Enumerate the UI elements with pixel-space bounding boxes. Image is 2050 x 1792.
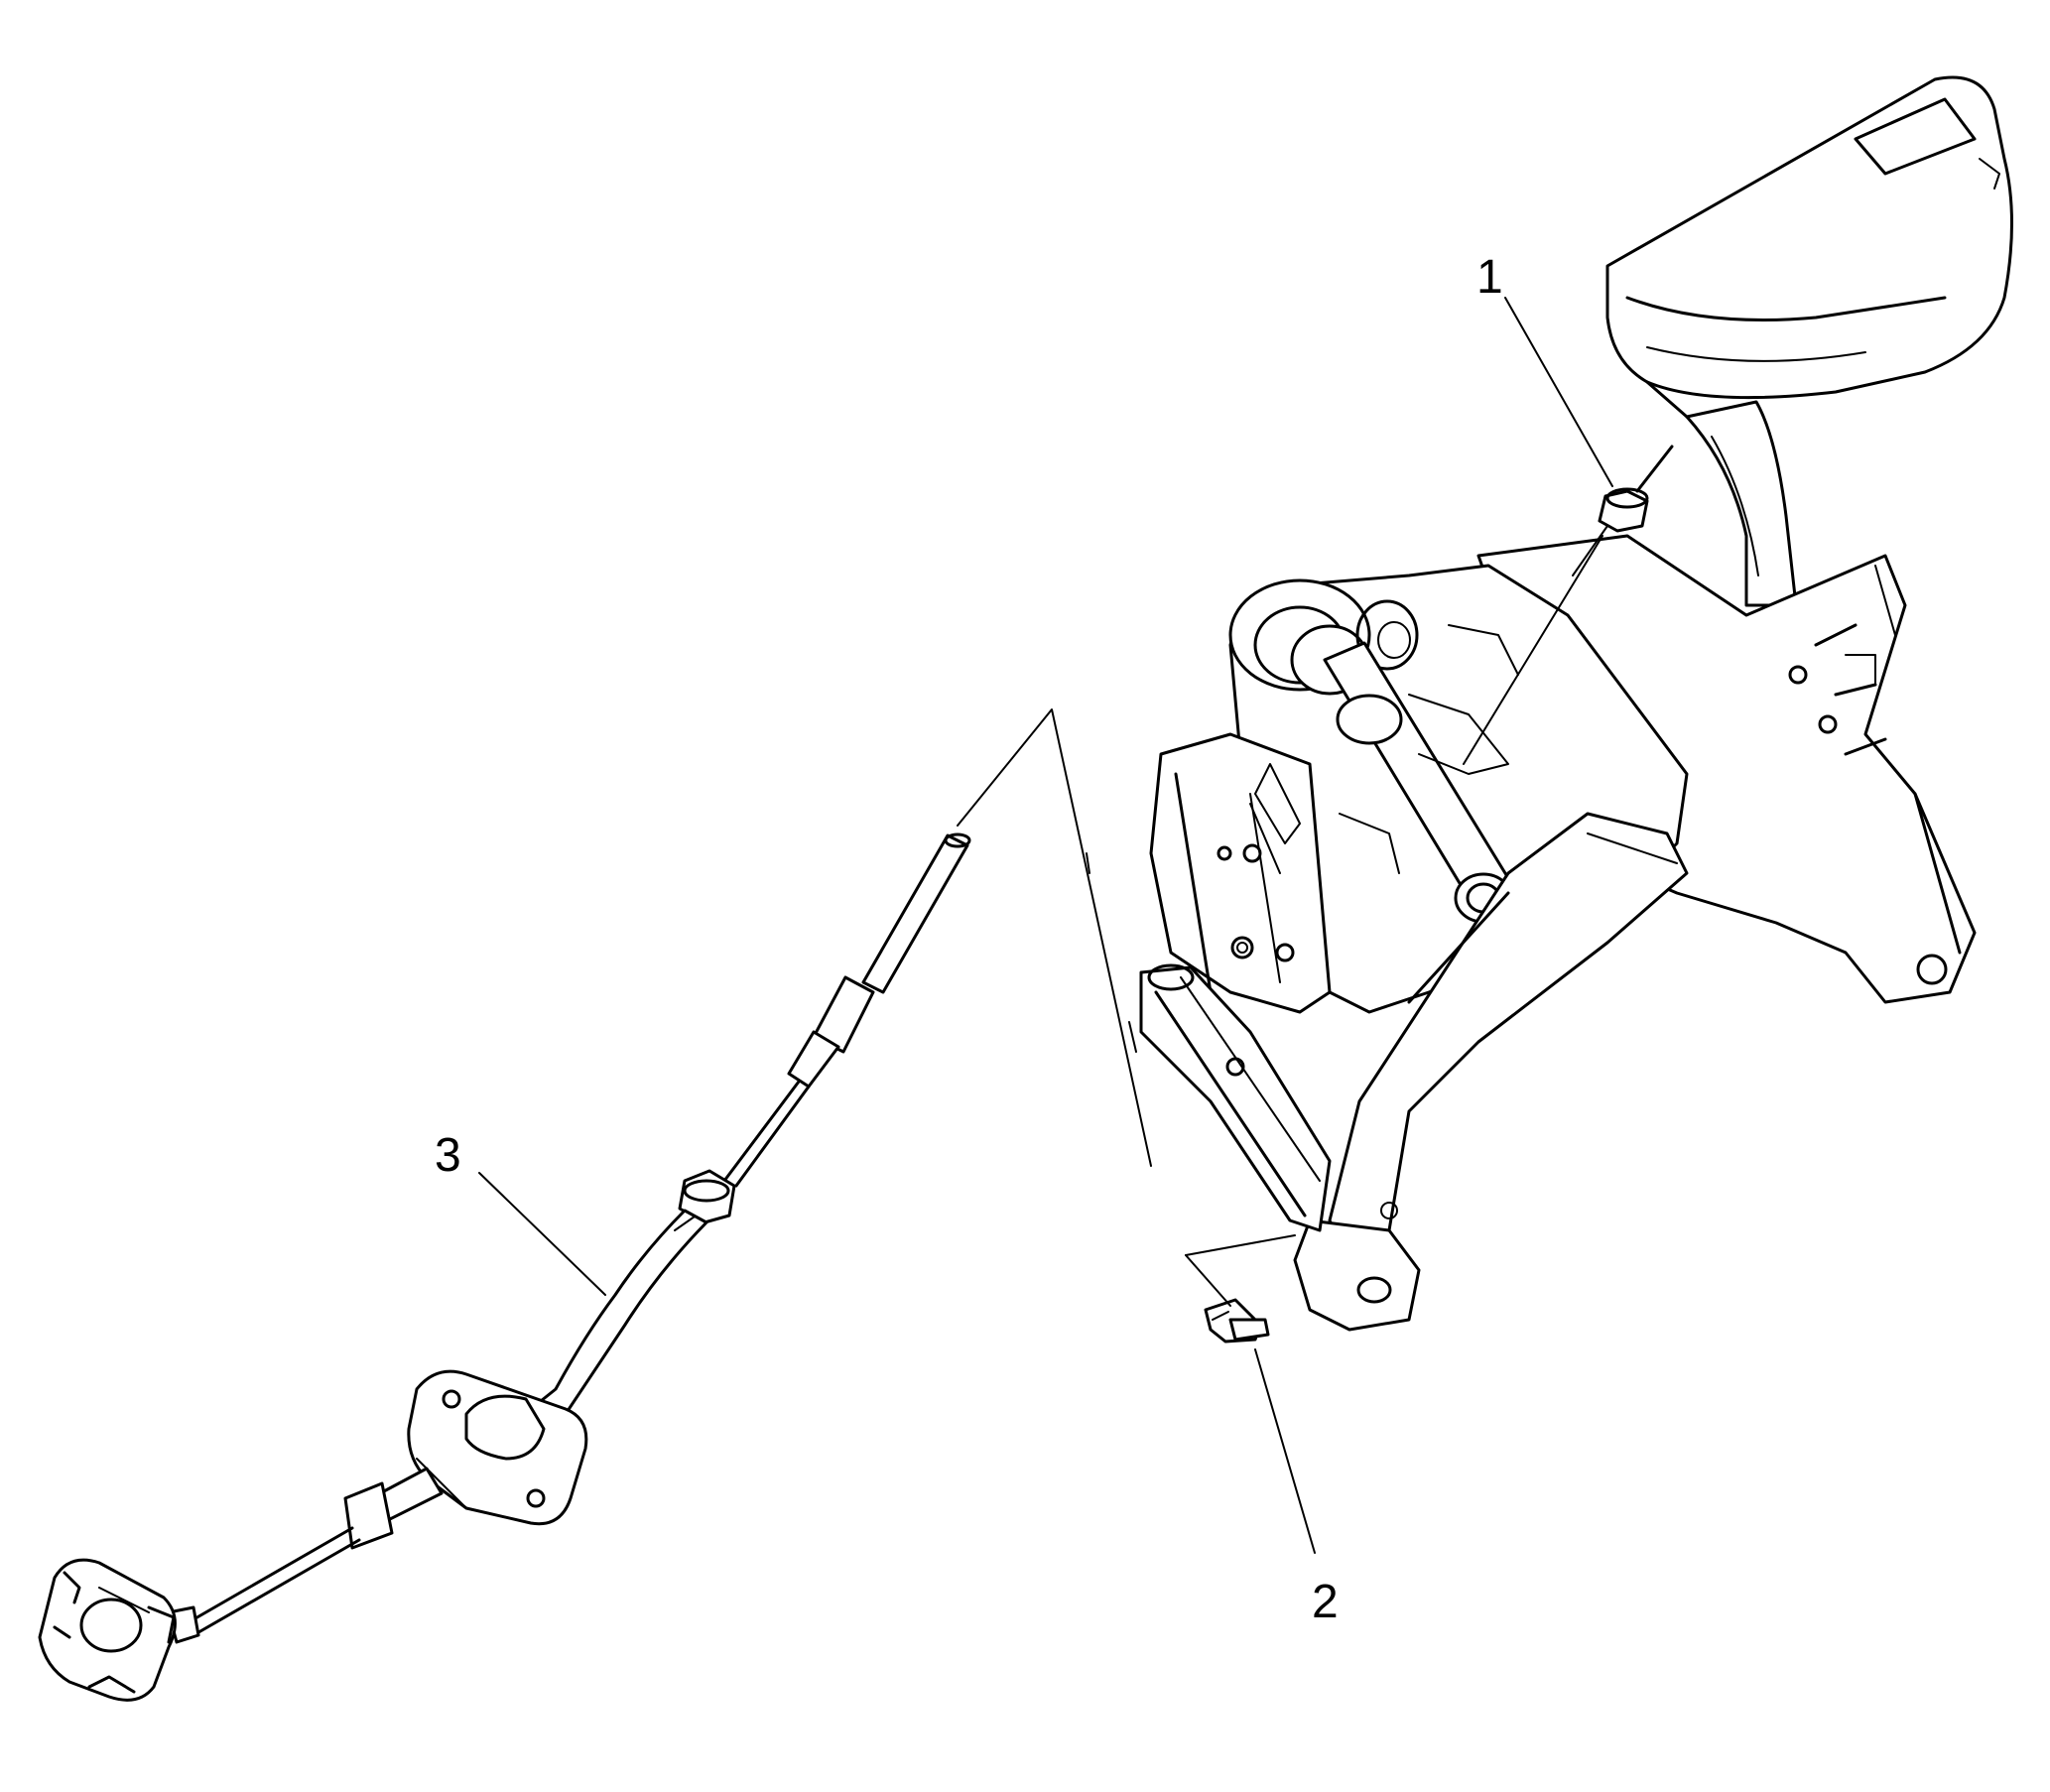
shift-lever-stem bbox=[1685, 400, 1798, 607]
assembly-guide-lines bbox=[957, 708, 1152, 1167]
callout-number-1: 1 bbox=[1476, 251, 1503, 304]
leader-line-part-1 bbox=[1463, 535, 1603, 765]
guide-line-clip bbox=[1185, 1254, 1231, 1307]
shift-lever-handle bbox=[1605, 75, 2013, 419]
callout-number-3: 3 bbox=[435, 1129, 461, 1182]
callout-leader-2 bbox=[1254, 1348, 1316, 1554]
shifter-base-assembly bbox=[1139, 534, 1977, 1332]
callout-leader-3 bbox=[478, 1172, 606, 1296]
clip-part-2 bbox=[1204, 1298, 1270, 1344]
guide-line-clip-2 bbox=[1185, 1234, 1296, 1256]
callout-leader-1 bbox=[1504, 297, 1613, 487]
shift-cable-part-3 bbox=[38, 832, 971, 1702]
callout-number-2: 2 bbox=[1312, 1576, 1339, 1628]
bushing-part-1 bbox=[1572, 445, 1674, 576]
